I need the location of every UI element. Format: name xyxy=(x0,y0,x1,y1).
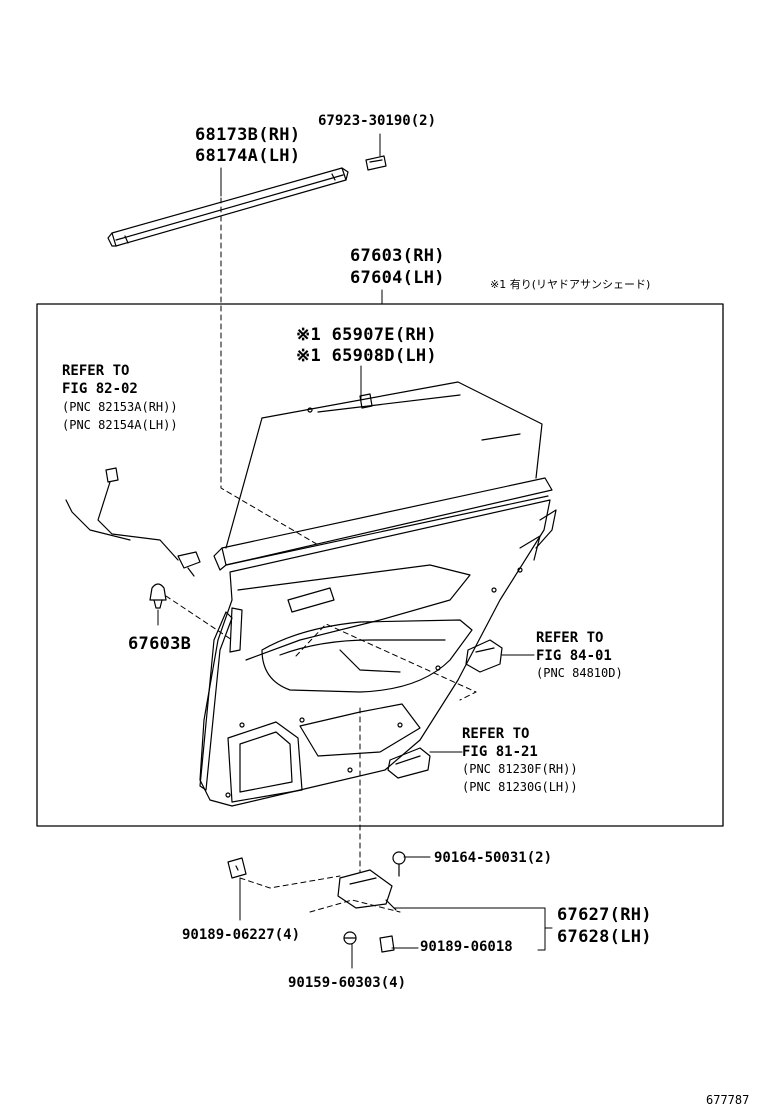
wire-harness xyxy=(65,467,201,577)
part-label-65908d: ※1 65908D(LH) xyxy=(296,346,437,366)
ref-84-line2: FIG 84-01 xyxy=(536,648,612,664)
molding-clip xyxy=(365,155,387,171)
part-label-67923: 67923-30190(2) xyxy=(318,113,437,129)
screw-90164 xyxy=(392,851,406,877)
switch-part xyxy=(387,747,431,779)
part-label-90189-b: 90189-06018 xyxy=(420,939,513,955)
part-label-67604: 67604(LH) xyxy=(350,268,445,288)
screw-90159 xyxy=(343,931,357,945)
ref-82-line4: (PNC 82154A(LH)) xyxy=(62,418,178,432)
part-label-67628: 67628(LH) xyxy=(557,927,652,947)
clip-90189-06227 xyxy=(227,857,247,879)
part-label-67603b: 67603B xyxy=(128,634,192,654)
header-note: ※1 有り(リヤドアサンシェード) xyxy=(490,278,651,291)
ref-81-line3: (PNC 81230F(RH)) xyxy=(462,762,578,776)
leader-lines xyxy=(157,133,553,969)
figure-id: 677787 xyxy=(706,1093,750,1107)
inside-handle-part xyxy=(465,639,503,673)
ref-84-line3: (PNC 84810D) xyxy=(536,666,623,680)
part-label-90189-a: 90189-06227(4) xyxy=(182,927,301,943)
window-molding-strip xyxy=(107,167,349,247)
assembly-frame xyxy=(36,303,724,827)
part-label-67627: 67627(RH) xyxy=(557,905,652,925)
ref-82-line2: FIG 82-02 xyxy=(62,381,138,397)
ref-81-line4: (PNC 81230G(LH)) xyxy=(462,780,578,794)
ref-81-line1: REFER TO xyxy=(462,726,530,742)
ref-84-line1: REFER TO xyxy=(536,630,604,646)
part-label-67603: 67603(RH) xyxy=(350,246,445,266)
part-label-90159: 90159-60303(4) xyxy=(288,975,407,991)
door-trim-panel xyxy=(199,381,557,807)
part-label-90164: 90164-50031(2) xyxy=(434,850,553,866)
part-label-68174a: 68174A(LH) xyxy=(195,146,301,166)
dashed-lines xyxy=(165,197,477,913)
trim-clip-67603b xyxy=(149,583,167,609)
part-label-68173b: 68173B(RH) xyxy=(195,125,301,145)
ref-82-line1: REFER TO xyxy=(62,363,130,379)
part-label-65907e: ※1 65907E(RH) xyxy=(296,325,437,345)
ref-82-line3: (PNC 82153A(RH)) xyxy=(62,400,178,414)
ref-81-line2: FIG 81-21 xyxy=(462,744,538,760)
clip-90189-06018 xyxy=(379,935,395,953)
